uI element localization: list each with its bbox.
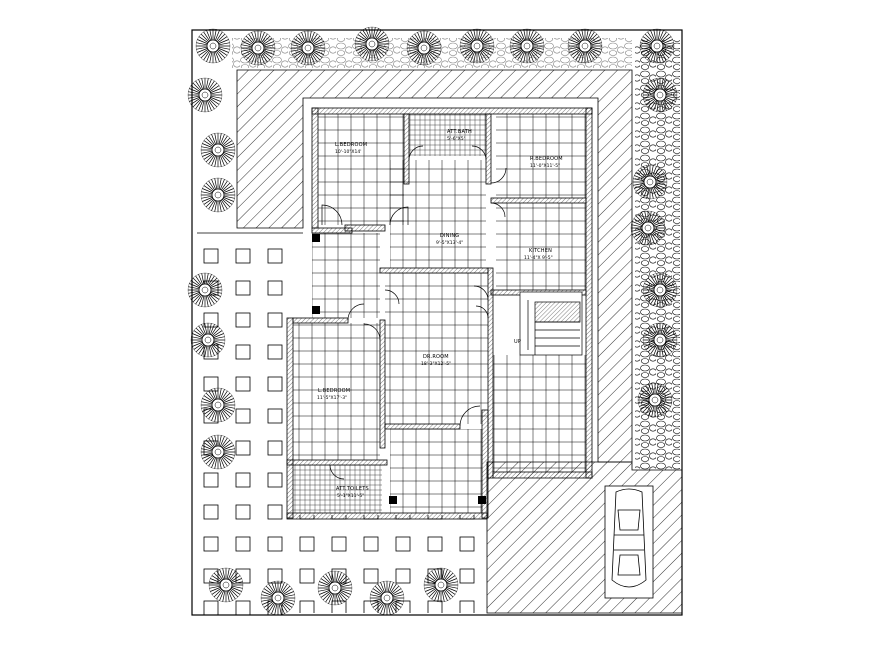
floor-bedroom-top-left xyxy=(318,114,404,225)
tree-icon xyxy=(187,77,223,113)
tree-icon xyxy=(406,30,442,66)
floor-kitchen xyxy=(496,203,586,290)
door-swing-icon xyxy=(321,145,507,480)
label-bedroom-top-right: R.BEDROOM xyxy=(530,156,563,162)
tree-icon xyxy=(187,272,223,308)
label-att-toilet: ATT.TOILETS xyxy=(336,486,369,492)
label-dining: DINING xyxy=(440,233,459,239)
label-kitchen: KITCHEN xyxy=(529,248,552,254)
columns xyxy=(312,234,486,504)
tree-icon xyxy=(423,567,459,603)
dims-att-toilet: 5'-1"X11'-5" xyxy=(337,493,364,499)
floor-bedroom-bottom-left xyxy=(293,323,380,460)
floor-drawing-room xyxy=(385,273,488,424)
tree-icon xyxy=(637,382,673,418)
tree-icon xyxy=(369,580,405,616)
tree-icon xyxy=(642,272,678,308)
dims-kitchen: 11'-4"X 9'-5" xyxy=(524,255,553,261)
dims-dining: 9'-5"X13'-4" xyxy=(436,240,463,246)
floor-toilet xyxy=(293,465,382,513)
tree-icon xyxy=(200,132,236,168)
label-att-bath: ATT.BATH xyxy=(447,129,472,135)
tree-icon xyxy=(190,322,226,358)
tree-icon xyxy=(240,30,276,66)
tiled-floors xyxy=(293,114,586,513)
dims-bedroom-top-left: 10'-10"X14' xyxy=(335,149,361,155)
tree-icon xyxy=(354,26,390,62)
label-bedroom-top-left: L.BEDROOM xyxy=(335,142,367,148)
tree-icon xyxy=(459,28,495,64)
floor-rear xyxy=(493,355,586,472)
dims-bedroom-bottom-left: 11'-5"X17'-3" xyxy=(317,395,347,401)
tree-icon xyxy=(567,28,603,64)
tree-icon xyxy=(260,580,296,616)
tree-icon xyxy=(317,570,353,606)
floor-entry xyxy=(390,429,482,513)
tree-icon xyxy=(200,177,236,213)
stair-label: UP xyxy=(514,339,521,345)
tree-icon xyxy=(630,210,666,246)
paver-garden xyxy=(197,232,487,615)
floor-bath xyxy=(409,114,486,156)
label-bedroom-bottom-left: L.BEDROOM xyxy=(318,388,350,394)
tree-icon xyxy=(290,30,326,66)
floor-lobby xyxy=(312,233,380,318)
dims-bedroom-top-right: 11'-0"X11'-5" xyxy=(530,163,560,169)
tree-icon xyxy=(208,567,244,603)
tree-icon xyxy=(639,28,675,64)
tree-icon xyxy=(509,28,545,64)
label-drawing-room: DR.ROOM xyxy=(423,354,449,360)
floor-dining xyxy=(390,160,486,268)
tree-icon xyxy=(195,28,231,64)
stair-icon xyxy=(519,291,583,356)
dims-drawing-room: 18'-3"X12'-5" xyxy=(421,361,451,367)
tree-icon xyxy=(200,434,236,470)
site-boundary xyxy=(191,29,683,616)
dims-att-bath: 5'-6"X5' xyxy=(447,136,465,142)
tree-icon xyxy=(642,322,678,358)
tree-icon xyxy=(632,164,668,200)
tree-icon xyxy=(642,77,678,113)
car-icon xyxy=(604,485,654,599)
tree-icon xyxy=(200,387,236,423)
floor-bedroom-top-right xyxy=(496,114,586,198)
room-labels: L.BEDROOM 10'-10"X14' ATT.BATH 5'-6"X5' … xyxy=(317,129,563,499)
